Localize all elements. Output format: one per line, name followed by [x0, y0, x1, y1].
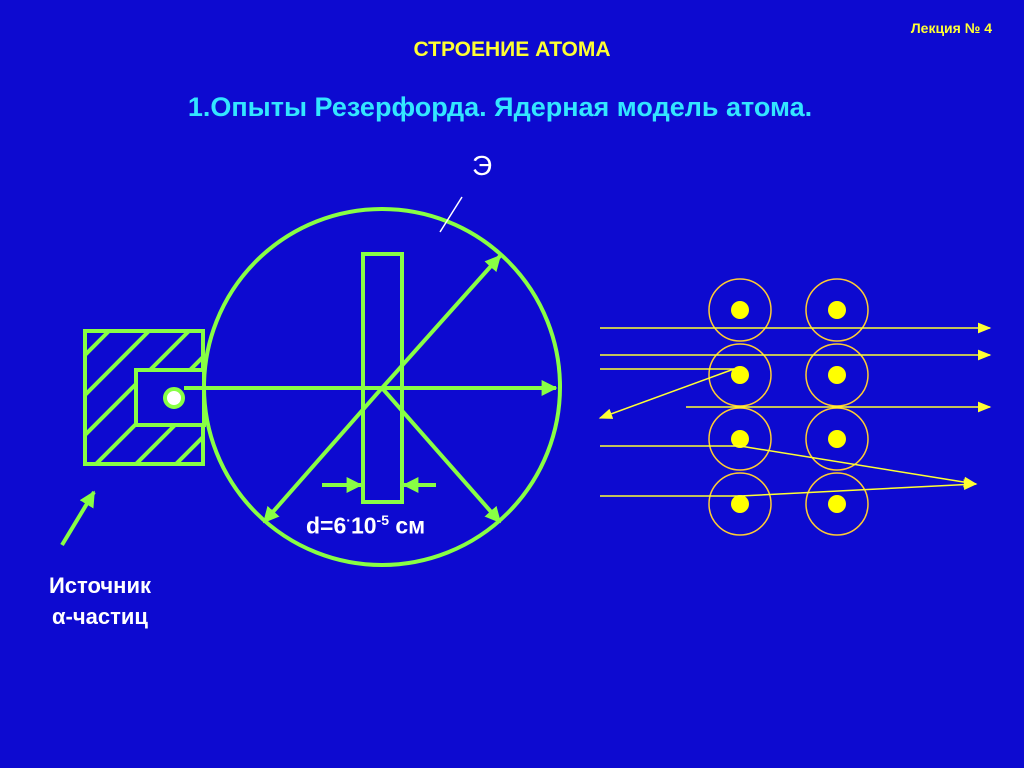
beam-deflect-a-out: [739, 445, 978, 488]
page-subtitle: 1.Опыты Резерфорда. Ядерная модель атома…: [187, 92, 813, 122]
atom-3-2: [805, 407, 869, 471]
atom-4-1: [708, 472, 772, 536]
scattered-path-up: [380, 254, 502, 390]
beam-backscatter-out: [598, 368, 735, 419]
particle-beams: [598, 322, 992, 497]
atom-2-2: [805, 343, 869, 407]
beam-deflect-b-out: [739, 479, 978, 497]
atom-1-1: [708, 278, 772, 342]
page-heading: СТРОЕНИЕ АТОМА: [413, 38, 611, 61]
radioactive-sample: [163, 387, 185, 409]
atom-1-2: [805, 278, 869, 342]
atom-grid: [708, 278, 869, 536]
source-label-line1: Источник: [48, 573, 152, 598]
source-pointer-arrow: [60, 490, 96, 547]
atom-4-2: [805, 472, 869, 536]
scattered-path-down-left: [262, 386, 384, 524]
screen-label: Э: [472, 150, 493, 181]
source-label: Источник α-частиц: [0, 570, 200, 632]
alpha-paths: [184, 254, 558, 524]
atom-2-1: [708, 343, 772, 407]
screen-pointer-line: [439, 196, 463, 233]
gold-foil: [361, 252, 404, 504]
scattered-path-down-right: [380, 386, 502, 524]
atom-3-1: [708, 407, 772, 471]
source-label-line2: α-частиц: [52, 604, 148, 629]
lecture-number: Лекция № 4: [910, 20, 992, 36]
alpha-source: [83, 329, 206, 466]
foil-thickness-label: d=6·10-5 см: [306, 512, 426, 539]
